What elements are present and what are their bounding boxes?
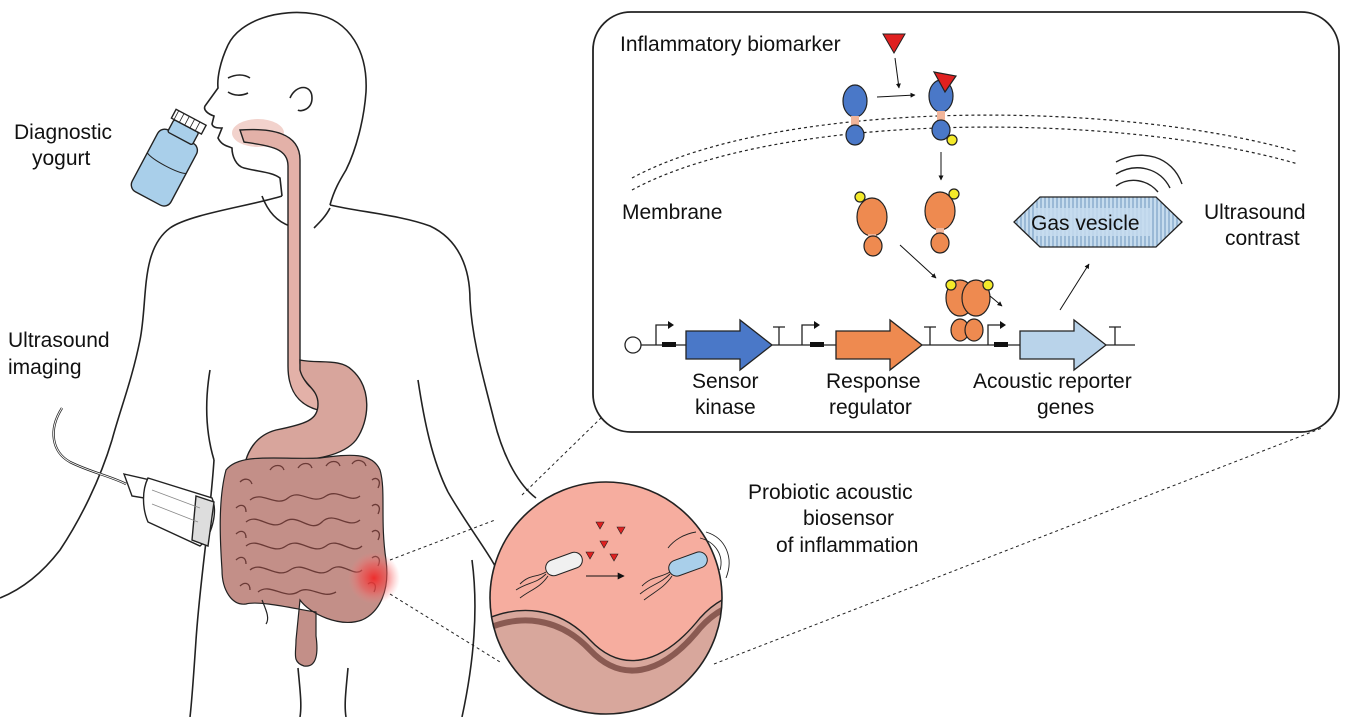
label-acoustic-reporter-1: Acoustic reporter	[973, 370, 1132, 393]
label-ultrasound-contrast-2: contrast	[1225, 227, 1300, 250]
sound-waves-icon	[1115, 154, 1183, 193]
sensor-kinase-inactive	[842, 84, 868, 146]
inflammation-spot	[348, 552, 400, 604]
response-regulator-inactive	[854, 191, 888, 257]
label-ultrasound-imaging-1: Ultrasound	[8, 329, 110, 352]
caption-biosensor-2: biosensor	[803, 507, 894, 530]
response-regulator-active	[924, 188, 960, 254]
membrane	[631, 114, 1299, 191]
label-response-regulator-1: Response	[826, 370, 921, 393]
label-diagnostic-yogurt-2: yogurt	[32, 147, 91, 170]
biomarker-triangles	[585, 521, 626, 562]
label-gas-vesicle: Gas vesicle	[1031, 212, 1140, 235]
bacterium-active	[639, 531, 730, 601]
sensor-kinase-active	[928, 71, 958, 146]
yogurt-bottle-icon	[130, 108, 208, 207]
caption-biosensor-1: Probiotic acoustic	[748, 481, 913, 504]
label-diagnostic-yogurt-1: Diagnostic	[14, 121, 112, 144]
gene-circuit	[624, 318, 1135, 372]
label-sensor-kinase-1: Sensor	[692, 370, 759, 393]
detail-panel: Inflammatory biomarker Membrane	[592, 11, 1340, 433]
label-sensor-kinase-2: kinase	[695, 396, 756, 419]
label-ultrasound-imaging-2: imaging	[8, 356, 82, 379]
bacterium-inactive	[515, 551, 583, 599]
gas-vesicle-icon	[1013, 196, 1183, 248]
response-regulator-dimer	[945, 279, 994, 342]
label-ultrasound-contrast-1: Ultrasound	[1204, 201, 1306, 224]
label-acoustic-reporter-2: genes	[1037, 396, 1094, 419]
biomarker-triangle-icon	[882, 33, 906, 54]
label-inflammatory-biomarker: Inflammatory biomarker	[620, 33, 841, 56]
caption-biosensor-3: of inflammation	[776, 534, 918, 557]
zoom-circle	[489, 481, 730, 715]
label-response-regulator-2: regulator	[829, 396, 912, 419]
zoom-lines	[389, 414, 1323, 665]
ultrasound-probe-icon	[52, 407, 216, 547]
label-membrane: Membrane	[622, 201, 722, 224]
intestines	[219, 454, 388, 667]
